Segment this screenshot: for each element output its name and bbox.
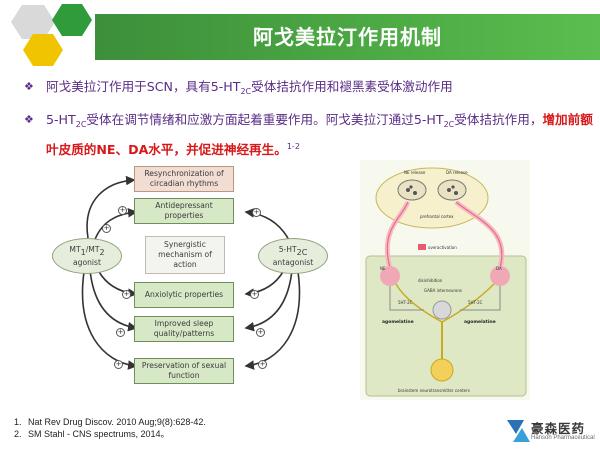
agomelatine-right-label: agomelatine (464, 320, 496, 325)
ne-release-label: NE release (404, 170, 426, 175)
mechanism-diagram: Resynchronization of circadian rhythms A… (46, 160, 336, 400)
brand-name-en: Hansoh Pharmaceutical (531, 435, 595, 441)
sexual-function-box: Preservation of sexual function (134, 358, 234, 384)
diamond-bullet-icon: ❖ (24, 80, 34, 93)
plus-sign: + (256, 328, 265, 337)
plus-sign: + (258, 360, 267, 369)
receptor-left-label: 5HT-2C (398, 300, 413, 305)
reference-item: 1.Nat Rev Drug Discov. 2010 Aug;9(8):628… (14, 417, 206, 427)
da-release-label: DA release (446, 170, 468, 175)
legend-label: overactivation (428, 245, 457, 250)
diamond-bullet-icon: ❖ (24, 113, 34, 126)
antidepressant-box: Antidepressant properties (134, 198, 234, 224)
synergistic-mechanism-box: Synergistic mechanism of action (145, 236, 225, 274)
prefrontal-cortex-label: prefrontal cortex (420, 214, 454, 219)
receptor-right-label: 5HT-2C (468, 300, 483, 305)
plus-sign: + (252, 208, 261, 217)
hexagon-logo-icon (11, 4, 92, 66)
reference-item: 2.SM Stahl - CNS spectrums, 2014。 (14, 429, 170, 439)
anxiolytic-box: Anxiolytic properties (134, 282, 234, 308)
gaba-label: GABA interneurons (424, 288, 462, 293)
neurotransmitter-diagram: NE release DA release prefrontal cortex … (360, 160, 530, 400)
citation-superscript: 1-2 (286, 142, 300, 151)
title-bar (95, 14, 600, 60)
plus-sign: + (250, 290, 259, 299)
plus-sign: + (118, 206, 127, 215)
brainstem-label: brainstem neurotransmitter centers (398, 388, 470, 393)
sleep-quality-box: Improved sleep quality/patterns (134, 316, 234, 342)
da-tract-label: DA (496, 266, 502, 271)
bullet-item: ❖ 阿戈美拉汀作用于SCN，具有5-HT2C受体拮抗作用和褪黑素受体激动作用 (14, 76, 594, 103)
plus-sign: + (116, 328, 125, 337)
page-title: 阿戈美拉汀作用机制 (253, 25, 442, 49)
references: 1.Nat Rev Drug Discov. 2010 Aug;9(8):628… (14, 416, 206, 440)
bullet-item: ❖ 5-HT2C受体在调节情绪和应激方面起着重要作用。阿戈美拉汀通过5-HT2C… (14, 109, 594, 161)
highlight-text: 增加前额叶皮质的NE、DA水平，并促进神经再生。 (46, 112, 593, 157)
hansoh-logo-icon (507, 420, 530, 442)
ne-tract-label: NE (380, 266, 386, 271)
resynchronization-box: Resynchronization of circadian rhythms (134, 166, 234, 192)
plus-sign: + (102, 224, 111, 233)
plus-sign: + (122, 290, 131, 299)
disinhibition-label: disinhibition (418, 278, 443, 283)
bullet-list: ❖ 阿戈美拉汀作用于SCN，具有5-HT2C受体拮抗作用和褪黑素受体激动作用 ❖… (14, 76, 594, 161)
brand-name: 豪森医药 (531, 421, 586, 436)
plus-sign: + (114, 360, 123, 369)
agomelatine-left-label: agomelatine (382, 320, 414, 325)
